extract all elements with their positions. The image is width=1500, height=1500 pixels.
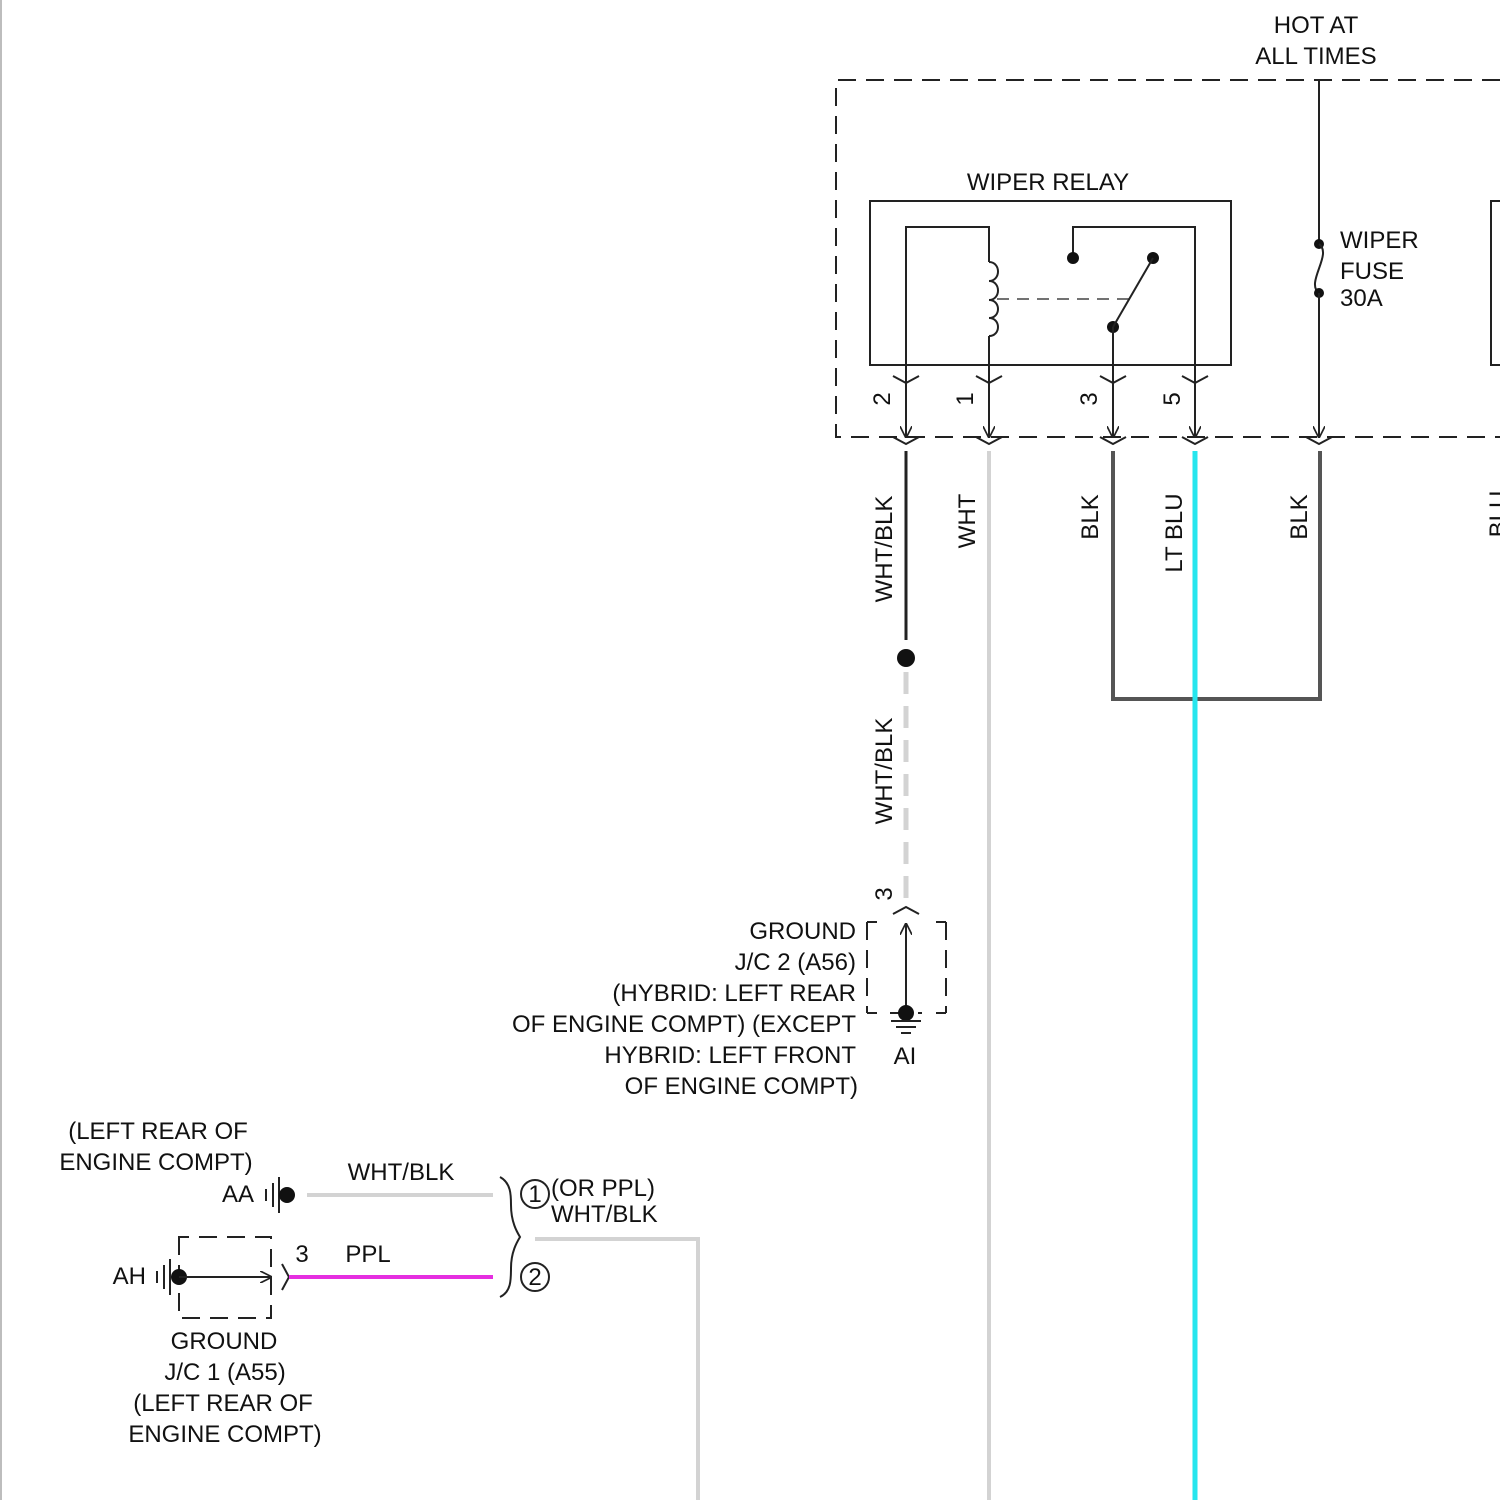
wire-label-pin3: BLK xyxy=(1077,494,1104,539)
ground-ai-connector-icon xyxy=(893,907,919,914)
relay-switch-wiring xyxy=(1073,227,1195,365)
ground-ai-pin: 3 xyxy=(871,887,898,900)
fuse-connector-icon xyxy=(1306,437,1332,444)
wire-color-labels: WHT/BLK WHT BLK LT BLU BLK WHT/BLK BLU xyxy=(871,491,1500,825)
fuse-label-line-1: WIPER xyxy=(1340,227,1419,254)
wires xyxy=(906,451,1320,1500)
ground-aa-wire-label: WHT/BLK xyxy=(348,1159,455,1186)
ground-aa-desc-2: ENGINE COMPT) xyxy=(59,1149,252,1176)
ground-ai-desc-6: OF ENGINE COMPT) xyxy=(625,1073,858,1100)
splice-input-1-number: 1 xyxy=(528,1181,541,1208)
wiper-relay: WIPER RELAY xyxy=(870,169,1231,365)
wire-blk-loop xyxy=(1113,451,1320,699)
splice-brace-icon xyxy=(500,1177,520,1297)
ground-ah: AH 3 PPL GROUND J/C 1 (A55) (LEFT REAR O… xyxy=(113,1237,493,1448)
wire-splice-output xyxy=(535,1239,698,1500)
ground-ai-desc-2: J/C 2 (A56) xyxy=(735,949,856,976)
wire-label-fuse-out: BLK xyxy=(1286,494,1313,539)
ground-ah-desc-2: J/C 1 (A55) xyxy=(164,1359,285,1386)
wire-option-splice: 1 2 (OR PPL) WHT/BLK xyxy=(500,1175,698,1500)
ground-ai-point xyxy=(898,1005,914,1021)
relay-coil-icon xyxy=(989,262,998,336)
ground-aa: (LEFT REAR OF ENGINE COMPT) AA WHT/BLK xyxy=(59,1118,493,1213)
wire-label-pin1: WHT xyxy=(954,493,981,548)
splice-input-2-number: 2 xyxy=(528,1264,541,1291)
hot-at-all-times-label: HOT AT ALL TIMES xyxy=(1255,12,1376,70)
ground-ai-desc-5: HYBRID: LEFT FRONT xyxy=(604,1042,856,1069)
fuse-label-line-3: 30A xyxy=(1340,285,1383,312)
ground-ah-connector-icon xyxy=(282,1264,289,1290)
wire-label-clipped-right: BLU xyxy=(1485,491,1500,538)
ground-ah-desc-3: (LEFT REAR OF xyxy=(133,1390,313,1417)
pin-3-number: 3 xyxy=(1076,392,1103,405)
relay-pin-numbers: 2 1 3 5 xyxy=(869,392,1186,405)
ground-ah-wire-label: PPL xyxy=(345,1241,390,1268)
wire-label-pin2-lower: WHT/BLK xyxy=(871,718,898,825)
ground-ai-desc-1: GROUND xyxy=(749,918,856,945)
ground-ai-desc-3: (HYBRID: LEFT REAR xyxy=(612,980,856,1007)
relay-body xyxy=(870,201,1231,365)
ground-ai: 3 AI GROUND J/C 2 (A56) (HYBRID: LEFT RE… xyxy=(512,887,946,1100)
ground-ah-symbol-icon xyxy=(157,1259,170,1295)
wiper-fuse: WIPER FUSE 30A xyxy=(1314,80,1419,437)
ground-ai-symbol-icon xyxy=(891,1021,921,1033)
ground-ai-code: AI xyxy=(894,1043,917,1070)
relay-title: WIPER RELAY xyxy=(967,169,1129,196)
relay-coil-wiring xyxy=(906,227,989,365)
hot-label-line-2: ALL TIMES xyxy=(1255,43,1376,70)
pin-2-number: 2 xyxy=(869,392,896,405)
splice-output-label-2: WHT/BLK xyxy=(551,1201,658,1228)
ground-ah-desc-4: ENGINE COMPT) xyxy=(128,1421,321,1448)
relay-switch-blade xyxy=(1113,258,1153,327)
ground-aa-symbol-icon xyxy=(266,1177,279,1213)
ground-ai-desc-4: OF ENGINE COMPT) (EXCEPT xyxy=(512,1011,856,1038)
wire-label-pin2-upper: WHT/BLK xyxy=(871,496,898,603)
splice-output-label-1: (OR PPL) xyxy=(551,1175,655,1202)
hot-label-line-1: HOT AT xyxy=(1274,12,1359,39)
ground-aa-point xyxy=(279,1187,295,1203)
adjacent-relay-clipped xyxy=(1491,201,1500,365)
wire-label-pin5: LT BLU xyxy=(1161,493,1188,572)
relay-contact-nc xyxy=(1067,252,1079,264)
pin-5-number: 5 xyxy=(1159,392,1186,405)
ground-ah-code: AH xyxy=(113,1263,146,1290)
ground-aa-desc-1: (LEFT REAR OF xyxy=(68,1118,248,1145)
wire-splice-point xyxy=(897,649,915,667)
ground-ah-desc-1: GROUND xyxy=(171,1328,278,1355)
pin-1-number: 1 xyxy=(952,392,979,405)
ground-ah-pin: 3 xyxy=(295,1241,308,1268)
fuse-icon xyxy=(1315,244,1323,293)
fuse-label-line-2: FUSE xyxy=(1340,258,1404,285)
ground-aa-code: AA xyxy=(222,1181,254,1208)
